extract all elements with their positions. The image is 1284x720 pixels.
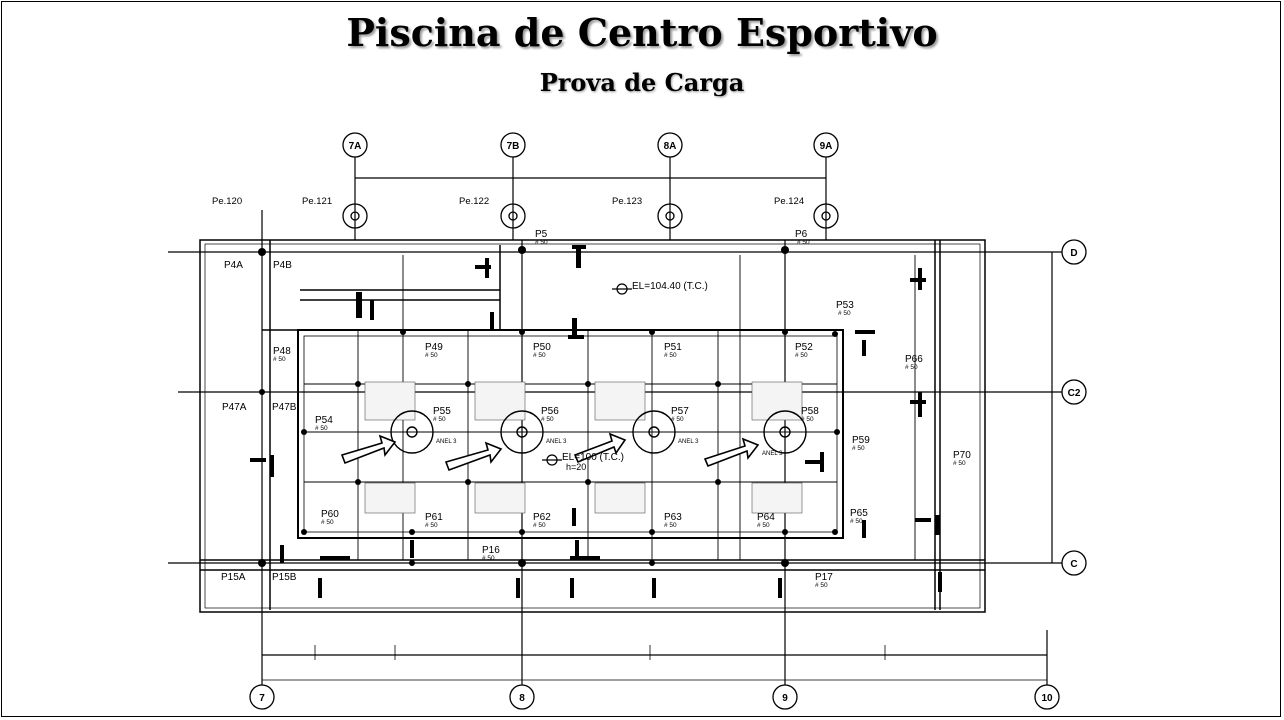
pillar-label: P51 [664,342,682,353]
top-pile-labels: Pe.120 Pe.121 Pe.122 Pe.123 Pe.124 [212,196,804,207]
pillar-label: P16 [482,545,500,556]
pile-label: Pe.120 [212,196,242,207]
grid-label-c: C [1070,559,1077,570]
pillar-label: P49 [425,342,443,353]
pillar-size: # 50 [533,352,546,359]
pillar-label: P50 [533,342,551,353]
pillar-size: # 50 [801,416,814,423]
pillar-label: P52 [795,342,813,353]
top-pile-caps [342,203,839,229]
pillar-size: # 50 [671,416,684,423]
grid-bubbles [249,132,1087,710]
pillar-size: # 50 [815,582,828,589]
pillar-size: # 50 [533,522,546,529]
grid-label-8a: 8A [664,141,677,152]
pillar-size: # 50 [482,555,495,562]
pillar-label: P61 [425,512,443,523]
grid-label-9a: 9A [820,141,833,152]
pillar-label: P58 [801,406,819,417]
pillar-size: # 50 [757,522,770,529]
pillar-label: P66 [905,354,923,365]
pillar-label: P60 [321,509,339,520]
pillar-size: # 50 [321,519,334,526]
pillar-size: # 50 [905,364,918,371]
pillar-size: # 50 [433,416,446,423]
load-test-rings [390,410,807,454]
pillar-label: P47A [222,402,247,413]
pillar-label: P64 [757,512,775,523]
ring-label: ANEL 3 [678,439,699,445]
pillar-size: # 50 [273,356,286,363]
pillar-label: P6 [795,229,808,240]
pillar-size: # 50 [850,518,863,525]
slab-thickness: h=20 [566,462,586,472]
pillar-size: # 50 [315,425,328,432]
pillar-label: P62 [533,512,551,523]
page-subtitle: Prova de Carga [539,68,745,97]
pillar-size: # 50 [953,460,966,467]
pillar-label: P55 [433,406,451,417]
pile-label: Pe.121 [302,196,332,207]
pillar-size: # 50 [535,239,548,246]
pillar-label: P53 [836,300,854,311]
pillar-label: P65 [850,508,868,519]
grid-label-9: 9 [782,693,788,704]
page-title: Piscina de Centro Esportivo [346,10,938,55]
pillar-label: P70 [953,450,971,461]
ring-label: ANEL 3 [546,439,567,445]
pillar-dots [258,246,840,567]
beam-marks [250,245,942,598]
load-test-arrows [340,432,760,472]
pillar-size: # 50 [797,239,810,246]
pillar-label: P57 [671,406,689,417]
grid-axes-vertical [261,155,1048,690]
ring-label: ANEL 3 [436,439,457,445]
grid-label-c2: C2 [1068,388,1081,399]
pillar-size: # 50 [664,352,677,359]
grid-label-7: 7 [259,693,265,704]
ring-label: ANEL 3 [762,451,783,457]
pillar-size: # 50 [425,352,438,359]
pillar-size: # 50 [541,416,554,423]
pillar-size: # 50 [838,310,851,317]
pillar-size: # 50 [664,522,677,529]
grid-label-10: 10 [1041,693,1053,704]
grid-label-7b: 7B [507,141,520,152]
pillar-label: P63 [664,512,682,523]
pillar-label: P5 [535,229,548,240]
elevation-top: EL=104.40 (T.C.) [632,281,708,292]
pillar-size: # 50 [425,522,438,529]
grid-label-7a: 7A [349,141,362,152]
pillar-sizes: # 50 # 50 # 50 # 50 # 50 # 50 # 50 # 50 … [273,239,966,589]
pillar-label: P4A [224,260,243,271]
pillar-label: P15A [221,572,246,583]
ring-labels: ANEL 3 ANEL 3 ANEL 3 ANEL 3 [436,439,783,457]
pillar-label: P48 [273,346,291,357]
pillar-label: P15B [272,572,297,583]
pile-label: Pe.123 [612,196,642,207]
pillar-label: P17 [815,572,833,583]
pillar-labels: P5 P6 P49 P50 P51 P52 P53 P54 P55 P56 P5… [273,229,971,583]
pillar-size: # 50 [852,445,865,452]
pillar-label: P4B [273,260,292,271]
grid-label-8: 8 [519,693,525,704]
left-pillar-labels: P4A P4B P47A P47B P15A P15B [221,260,297,583]
pile-label: Pe.122 [459,196,489,207]
grid-labels: 7A 7B 8A 9A 7 8 9 10 D C2 C [259,141,1081,704]
pillar-label: P54 [315,415,333,426]
grid-label-d: D [1070,248,1077,259]
pillar-size: # 50 [795,352,808,359]
pillar-label: P47B [272,402,297,413]
schedule-blocks [364,381,803,514]
pillar-label: P56 [541,406,559,417]
elevation-markers: EL=104.40 (T.C.) EL=100 (T.C.) h=20 [542,281,708,472]
pile-label: Pe.124 [774,196,804,207]
bottom-dimensions [261,640,1048,681]
pillar-label: P59 [852,435,870,446]
elevation-mid: EL=100 (T.C.) [562,452,624,463]
